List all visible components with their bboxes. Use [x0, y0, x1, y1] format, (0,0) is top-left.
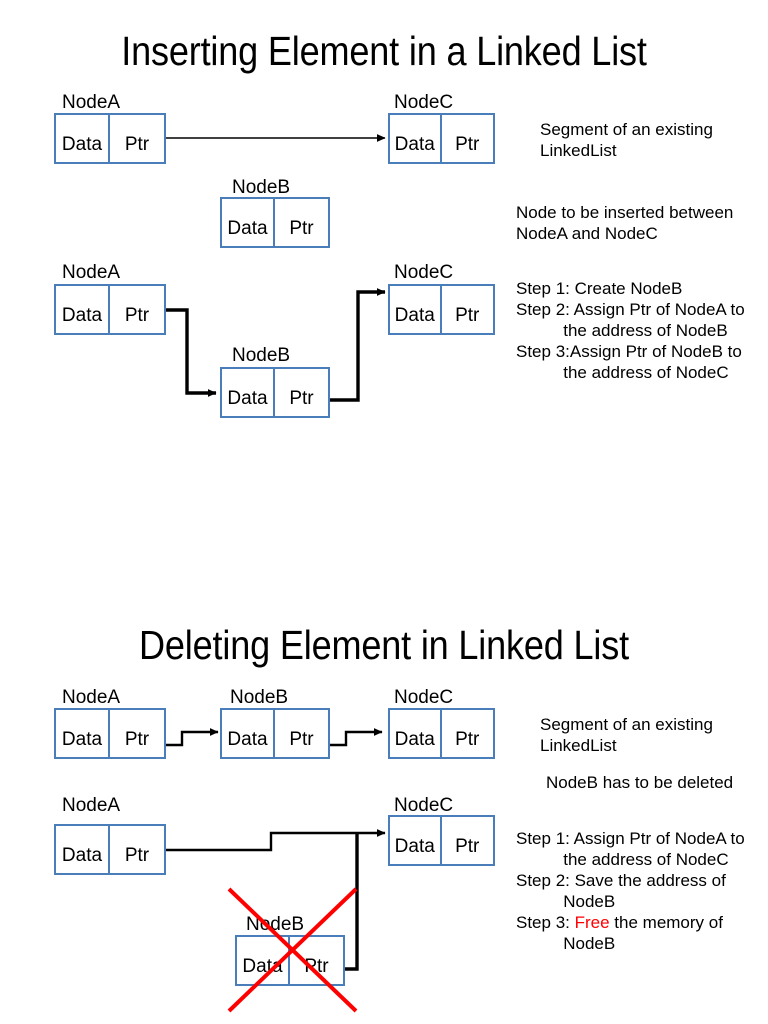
delete-steps-line-5: Step 3: Free the memory of [516, 912, 723, 933]
node-data-cell: Data [222, 199, 275, 246]
node-ptr-cell: Ptr [304, 956, 329, 977]
node-ptr-cell: Ptr [289, 388, 314, 409]
node-label-insert-r1-c: NodeC [394, 92, 454, 113]
delete-arrow-a-to-c [143, 829, 386, 852]
delete-section-title: Deleting Element in Linked List [139, 622, 629, 668]
node-ptr-cell: Ptr [289, 729, 314, 750]
node-ptr-cell: Ptr [124, 845, 150, 866]
node-data-cell: Data [222, 369, 275, 416]
node-data-cell: Data [56, 826, 110, 873]
delete-steps-line-3: Step 2: Save the address of [516, 871, 726, 890]
delete-r1-note: Segment of an existing LinkedList [540, 715, 713, 755]
node-insert-r2-b: Data Ptr [220, 197, 330, 248]
delete-steps-free-keyword: Free [574, 913, 610, 932]
node-label-delete-r2-a: NodeA [62, 795, 121, 816]
insert-r2-note: Node to be inserted between NodeA and No… [516, 203, 734, 243]
node-label-insert-r2-b: NodeB [232, 177, 291, 198]
node-data-cell: Data [237, 937, 290, 984]
node-label-insert-r3-c: NodeC [394, 262, 454, 283]
node-ptr-cell: Ptr [124, 305, 150, 326]
node-label-insert-r3-a: NodeA [62, 262, 121, 283]
node-ptr-cell: Ptr [455, 305, 480, 326]
insert-section-title: Inserting Element in a Linked List [121, 28, 647, 74]
node-delete-r1-a: Data Ptr [54, 708, 166, 759]
insert-r1-note: Segment of an existing LinkedList [540, 120, 713, 160]
node-data-cell: Data [222, 710, 275, 757]
node-data-cell: Data [390, 115, 442, 162]
delete-nodeb-deleted-note: NodeB has to be deleted [546, 773, 734, 792]
node-label-delete-r1-c: NodeC [394, 687, 454, 708]
insert-steps-note: Step 1: Create NodeB Step 2: Assign Ptr … [516, 279, 745, 382]
delete-steps-line-5-suffix: the memory of [609, 913, 723, 932]
node-insert-r3-c: Data Ptr [388, 284, 495, 335]
node-data-cell: Data [56, 710, 110, 757]
node-data-cell: Data [390, 710, 442, 757]
node-ptr-cell: Ptr [455, 836, 480, 857]
delete-steps-line-4: NodeB [516, 892, 616, 911]
node-label-delete-r2-b: NodeB [246, 914, 305, 935]
delete-steps-line-6: NodeB [516, 934, 616, 953]
node-delete-r2-b: Data Ptr [235, 935, 345, 986]
node-delete-r1-c: Data Ptr [388, 708, 495, 759]
delete-steps-line-5-prefix: Step 3: [516, 913, 575, 932]
node-ptr-cell: Ptr [124, 134, 150, 155]
node-label-delete-r1-a: NodeA [62, 687, 121, 708]
node-insert-r3-a: Data Ptr [54, 284, 166, 335]
delete-steps-line-2: the address of NodeC [516, 850, 729, 869]
node-insert-r1-a: Data Ptr [54, 113, 166, 164]
node-delete-r2-a: Data Ptr [54, 824, 166, 875]
node-ptr-cell: Ptr [455, 134, 480, 155]
node-ptr-cell: Ptr [455, 729, 480, 750]
node-data-cell: Data [390, 286, 442, 333]
node-data-cell: Data [56, 286, 110, 333]
node-data-cell: Data [56, 115, 110, 162]
node-label-insert-r3-b: NodeB [232, 345, 291, 366]
node-label-delete-r2-c: NodeC [394, 795, 454, 816]
delete-steps-line-1: Step 1: Assign Ptr of NodeA to [516, 829, 745, 848]
node-ptr-cell: Ptr [289, 218, 314, 239]
node-delete-r2-c: Data Ptr [388, 815, 495, 866]
node-label-insert-r1-a: NodeA [62, 92, 121, 113]
node-insert-r3-b: Data Ptr [220, 367, 330, 418]
node-delete-r1-b: Data Ptr [220, 708, 330, 759]
node-label-delete-r1-b: NodeB [230, 687, 289, 708]
node-ptr-cell: Ptr [124, 729, 150, 750]
node-data-cell: Data [390, 817, 442, 864]
node-insert-r1-c: Data Ptr [388, 113, 495, 164]
